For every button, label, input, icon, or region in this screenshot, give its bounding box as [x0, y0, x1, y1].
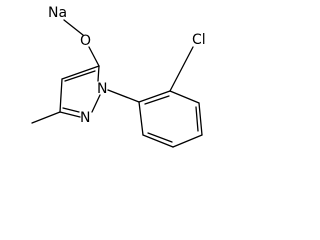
bonds [31, 19, 203, 148]
bond-ph-2-3 [169, 90, 200, 104]
atom-nitrogen-2-label: N [80, 110, 90, 126]
atom-nitrogen-1-label: N [97, 81, 107, 97]
bond-c5-c4-double [64, 70, 96, 82]
molecule-canvas: Na O Cl N N [31, 5, 206, 148]
atom-sodium-label: Na [48, 5, 67, 21]
atom-labels: Na O Cl N N [48, 5, 206, 126]
bond-ph-inner-c [147, 132, 173, 143]
bond-c3-n2-double [62, 107, 80, 113]
bond-ph-6-1 [138, 101, 144, 136]
atom-oxygen-label: O [80, 33, 91, 49]
bond-na-o [63, 19, 84, 36]
bond-ph-cl [169, 46, 194, 92]
bond-ph-1-2 [138, 90, 171, 103]
bond-ph-4-5 [172, 134, 203, 148]
bond-n1-phenyl [107, 89, 140, 103]
bond-c3-n2 [59, 111, 81, 118]
bond-c3-methyl [31, 111, 61, 124]
bond-c4-c3 [59, 78, 63, 113]
atom-chlorine-label: Cl [192, 32, 206, 48]
bond-ph-5-6 [142, 134, 174, 148]
bond-c5-c4 [61, 65, 100, 80]
bond-n2-n1 [91, 94, 101, 113]
bond-ph-3-4 [198, 102, 203, 136]
bond-c5-n1 [97, 65, 100, 82]
bond-ph-inner-b [195, 106, 199, 132]
bond-ph-inner-a [144, 95, 170, 105]
bond-o-c5 [88, 46, 100, 67]
